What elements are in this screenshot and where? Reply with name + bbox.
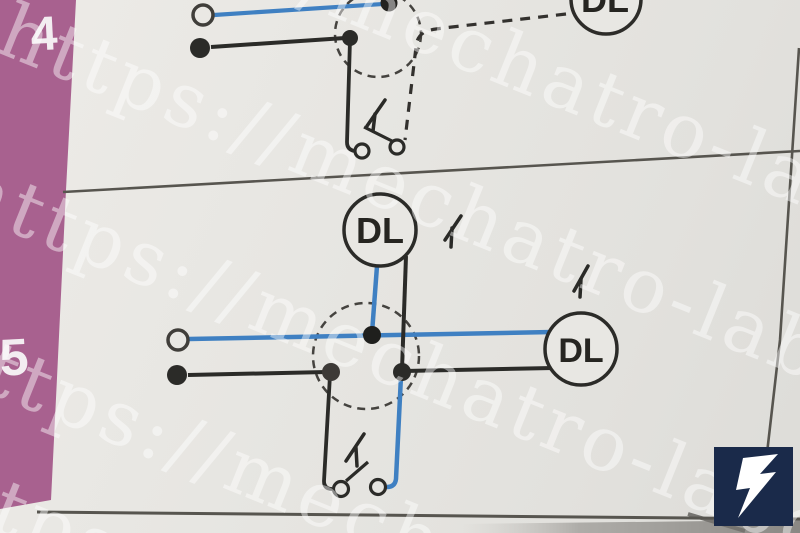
row4-wiring-diagram: DL (190, 0, 643, 160)
neutral-drop-wire (369, 265, 380, 334)
downlight-label: DL (581, 0, 629, 20)
return-wire-black (403, 366, 554, 373)
row-divider-border (62, 149, 800, 194)
source-terminal-open (166, 328, 190, 352)
dashed-wire-path (403, 12, 567, 141)
row5-right-lamp-tag-katakana-i (572, 264, 590, 299)
switch-terminal (353, 142, 371, 160)
table-right-border (761, 47, 800, 517)
switch-terminal (331, 479, 351, 499)
downlight-symbol (543, 311, 619, 387)
downlight-symbol (342, 192, 418, 268)
wire-junction-dot (342, 30, 358, 46)
junction-box-dashed-circle (311, 301, 421, 411)
switch-leg-wire (345, 39, 356, 153)
site-logo (714, 447, 793, 526)
source-terminal-open (191, 3, 215, 27)
wire-junction-dot (393, 363, 411, 381)
source-terminal-filled (190, 38, 210, 58)
return-wire-black (400, 255, 408, 371)
switch-lever (344, 460, 370, 483)
wire-junction-dot (380, 0, 398, 12)
row4-number: 4 (29, 7, 59, 61)
row-number-sidebar (0, 0, 76, 509)
switch-terminal (388, 138, 406, 156)
switch-terminal (368, 477, 388, 497)
wire-junction-dot (322, 363, 340, 381)
row4-switch-tag-katakana-i (365, 98, 387, 133)
row5-wiring-diagram: DL DL (166, 192, 619, 499)
row5-top-lamp-tag-katakana-i (443, 214, 463, 249)
lightning-bolt-icon (736, 454, 778, 518)
table-bottom-border (36, 510, 800, 521)
downlight-symbol (569, 0, 643, 36)
row5-number: 5 (0, 328, 30, 387)
live-wire-black (187, 370, 328, 377)
neutral-wire-blue (213, 1, 384, 18)
downlight-label: DL (558, 332, 603, 370)
live-wire-black (210, 36, 346, 49)
switch-leg-wire (322, 374, 333, 491)
source-terminal-filled (167, 365, 187, 385)
row5-switch-tag-katakana-i (344, 432, 366, 468)
switch-return-wire-blue (386, 375, 404, 490)
switch-lever (363, 125, 393, 143)
wire-junction-dot (363, 326, 381, 344)
downlight-label: DL (356, 210, 404, 251)
